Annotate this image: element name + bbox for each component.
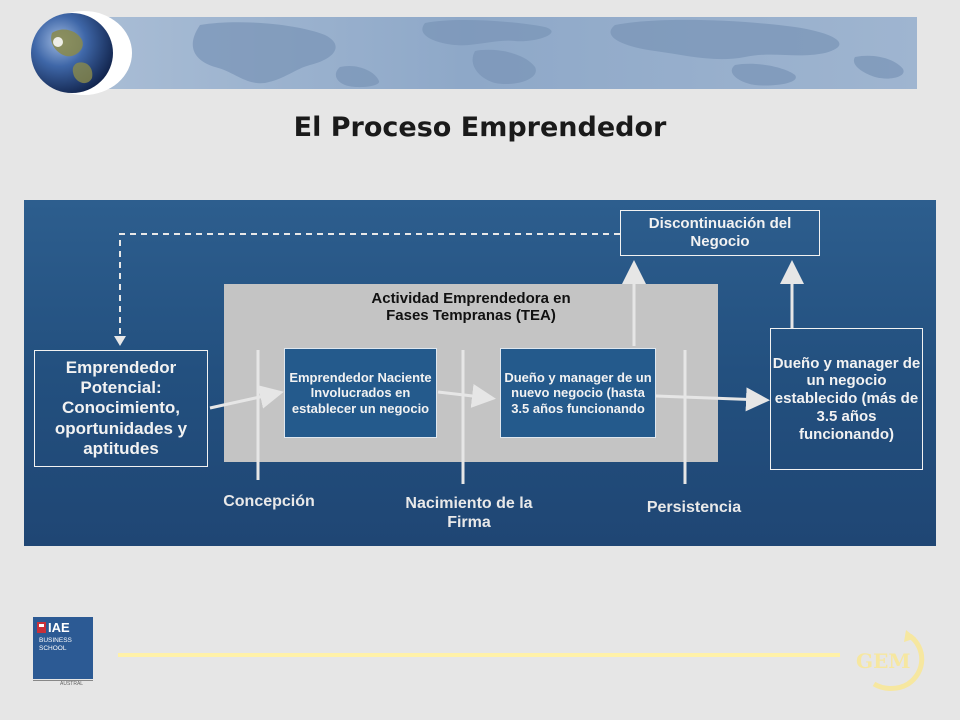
box-emprendedor-naciente: Emprendedor Naciente Involucrados en est…	[284, 348, 437, 438]
iae-logo-business: BUSINESS	[39, 637, 73, 644]
gem-logo: GEM	[848, 630, 928, 692]
box-discontinuacion: Discontinuación del Negocio	[620, 210, 820, 256]
phase-concepcion: Concepción	[223, 493, 315, 510]
phase-persistencia: Persistencia	[646, 499, 742, 516]
box-emprendedor-potencial: Emprendedor Potencial: Conocimiento, opo…	[34, 350, 208, 467]
globe-logo	[22, 8, 132, 98]
phase-nacimiento: Nacimiento de la Firma	[405, 495, 533, 532]
tea-label: Actividad Emprendedora en Fases Temprana…	[224, 290, 718, 325]
iae-logo-school: SCHOOL	[39, 645, 67, 652]
iae-logo: IAE BUSINESS SCHOOL	[33, 617, 93, 679]
world-map-graphic	[192, 19, 904, 88]
tea-label-line2: Fases Tempranas (TEA)	[386, 307, 556, 325]
feedback-dashed-line	[119, 233, 620, 340]
tea-label-line1: Actividad Emprendedora en	[371, 290, 571, 307]
austral-label: AUSTRAL	[60, 681, 84, 687]
diagram-connectors	[114, 233, 620, 346]
process-diagram: Actividad Emprendedora en Fases Temprana…	[24, 200, 936, 546]
box-negocio-establecido: Dueño y manager de un negocio establecid…	[770, 328, 923, 470]
footer-accent-line	[118, 653, 840, 657]
header-banner	[95, 17, 917, 89]
gem-logo-text: GEM	[856, 649, 910, 673]
box-nuevo-negocio: Dueño y manager de un nuevo negocio (has…	[500, 348, 656, 438]
page-title: El Proceso Emprendedor	[293, 112, 667, 143]
iae-logo-text: IAE	[48, 620, 70, 635]
